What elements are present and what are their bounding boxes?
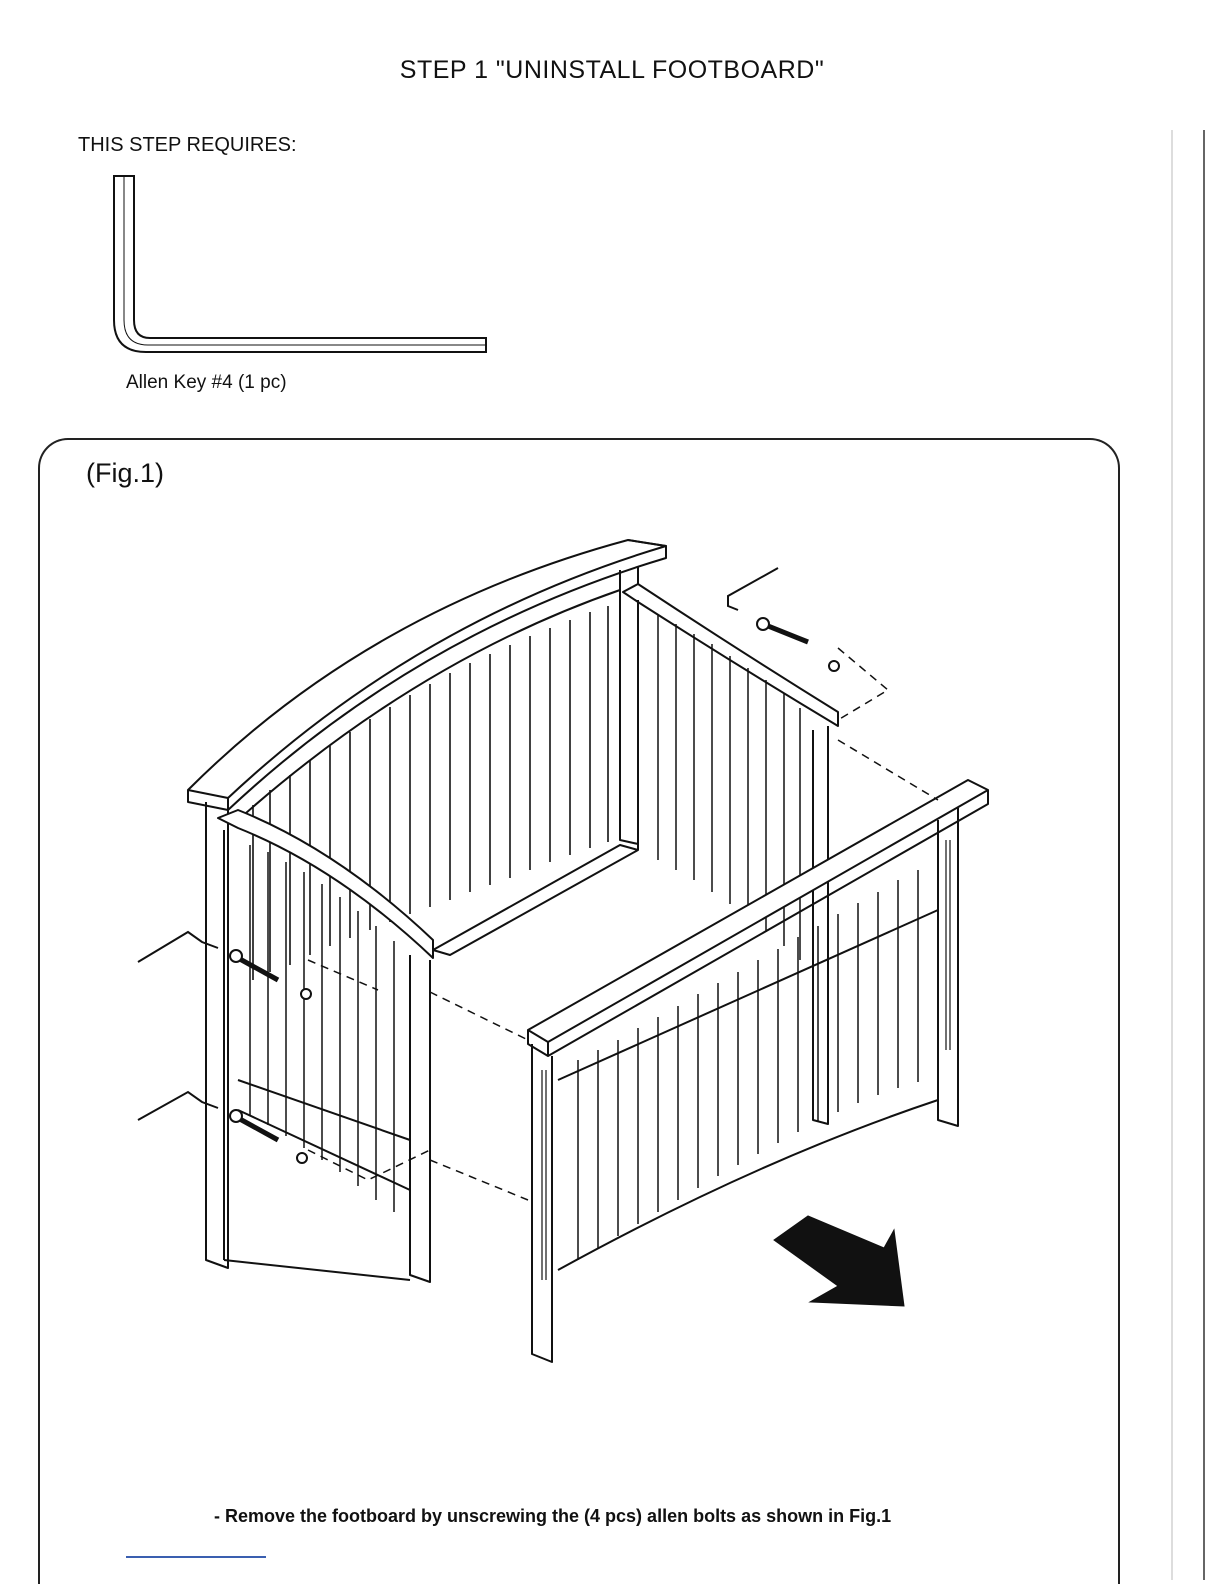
page-title: STEP 1 "UNINSTALL FOOTBOARD" [0,56,1224,85]
crib-assembly-diagram [38,500,1038,1380]
tool-caption: Allen Key #4 (1 pc) [126,372,287,394]
figure-label: (Fig.1) [86,458,164,489]
requires-label: THIS STEP REQUIRES: [78,134,297,157]
allen-key-icon [100,170,500,360]
page-edge-lines [1150,0,1224,1584]
direction-arrow-icon [774,1216,904,1306]
instruction-text: - Remove the footboard by unscrewing the… [214,1506,891,1527]
bottom-divider [126,1556,266,1558]
